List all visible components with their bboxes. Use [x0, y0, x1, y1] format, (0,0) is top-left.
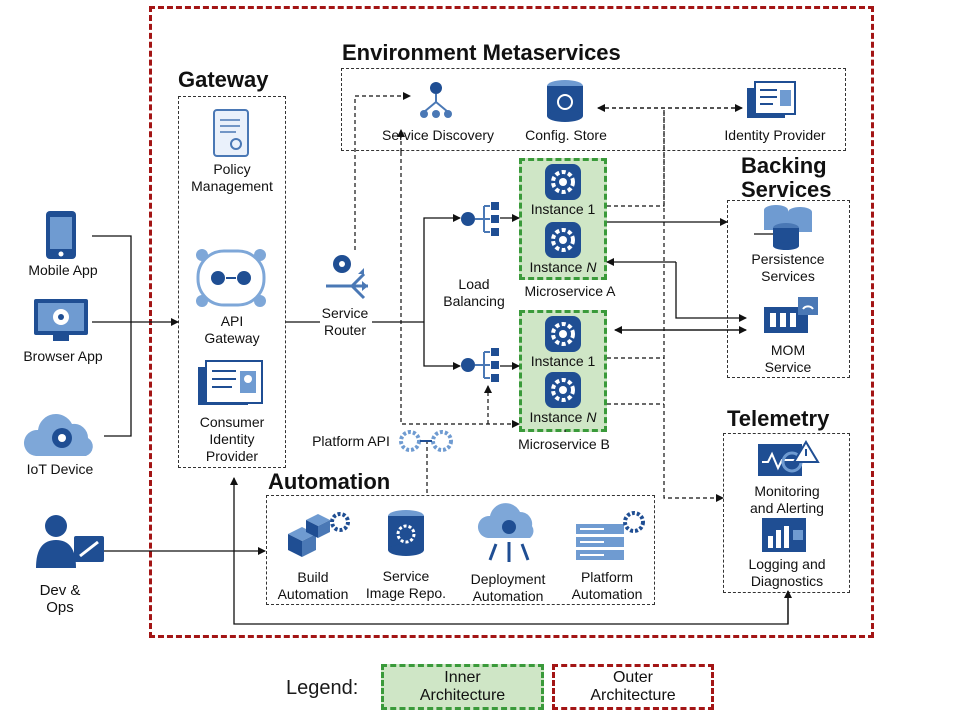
- legend-inner-architecture-swatch: [381, 664, 544, 710]
- legend-label: Legend:: [286, 677, 359, 699]
- build-cubes-icon: [284, 510, 350, 569]
- consumer-identity-label-line1: Consumer: [199, 414, 265, 430]
- backing-services-box: [727, 200, 850, 378]
- microservice-a-label: Microservice A: [524, 283, 616, 299]
- config-store-icon: [545, 78, 585, 129]
- dev-ops-label-line1: Dev &: [39, 582, 81, 599]
- load-balancer-b-icon: [460, 346, 502, 389]
- dev-ops-person-icon: [34, 512, 106, 573]
- legend-outer-architecture-swatch: [552, 664, 714, 710]
- monitoring-alerting-label-line1: Monitoring: [754, 483, 820, 499]
- policy-management-label-line1: Policy: [213, 161, 251, 177]
- consumer-id-card-icon: [196, 357, 266, 414]
- api-gateway-label-line2: Gateway: [204, 330, 260, 346]
- monitoring-alerting-label-line2: and Alerting: [750, 500, 824, 516]
- legend-outer-label-line1: Outer: [612, 669, 653, 686]
- dev-ops-label-line2: Ops: [46, 599, 74, 616]
- config-store-label: Config. Store: [525, 127, 607, 143]
- mom-service-label-line1: MOM: [770, 342, 806, 358]
- logging-chart-icon: [760, 516, 808, 559]
- legend-inner-label-line2: Architecture: [419, 687, 506, 704]
- load-balancing-label-line2: Balancing: [443, 293, 505, 309]
- api-gateway-label-line1: API: [220, 313, 244, 329]
- load-balancer-a-icon: [460, 200, 502, 243]
- automation-title: Automation: [268, 469, 391, 494]
- load-balancing-label-line1: Load: [458, 276, 490, 292]
- deployment-cloud-icon: [476, 502, 542, 571]
- service-image-repo-label-line1: Service: [382, 568, 430, 584]
- backing-services-title-line2: Services: [741, 177, 832, 202]
- deployment-automation-label-line2: Automation: [472, 588, 544, 604]
- microservice-a-instance-1: Instance 1: [530, 201, 596, 217]
- instance-gear-icon: [545, 316, 581, 352]
- policy-scroll-icon: [206, 108, 254, 165]
- identity-provider-icon: [745, 80, 797, 125]
- logging-diagnostics-label-line1: Logging and: [748, 556, 826, 572]
- persistence-database-icon: [760, 204, 820, 255]
- deployment-automation-label-line1: Deployment: [470, 571, 546, 587]
- microservice-b-instance-1: Instance 1: [530, 353, 596, 369]
- environment-metaservices-title: Environment Metaservices: [342, 40, 621, 65]
- platform-server-rack-icon: [574, 510, 650, 571]
- backing-services-title-line1: Backing: [741, 153, 827, 178]
- logging-diagnostics-label-line2: Diagnostics: [750, 573, 824, 589]
- mobile-phone-icon: [44, 210, 78, 265]
- instance-gear-icon: [545, 164, 581, 200]
- build-automation-label-line2: Automation: [277, 586, 349, 602]
- microservice-b-instance-n: Instance N: [520, 409, 606, 426]
- platform-api-label: Platform API: [312, 433, 390, 449]
- instance-n-variable: N: [586, 409, 597, 425]
- platform-automation-label-line2: Automation: [571, 586, 643, 602]
- browser-app-label: Browser App: [23, 348, 103, 364]
- browser-monitor-icon: [33, 298, 89, 349]
- instance-n-variable: N: [586, 259, 597, 275]
- microservice-b-label: Microservice B: [518, 436, 610, 452]
- mobile-app-label: Mobile App: [28, 262, 98, 278]
- platform-automation-label-line1: Platform: [580, 569, 634, 585]
- automation-box: [266, 495, 655, 605]
- api-gateway-icon: [194, 247, 268, 314]
- environment-metaservices-box: [341, 68, 846, 151]
- service-discovery-icon: [416, 80, 456, 125]
- gateway-title: Gateway: [178, 67, 269, 92]
- platform-api-gears-icon: [398, 429, 456, 458]
- persistence-services-label-line1: Persistence: [751, 251, 825, 267]
- legend-inner-label-line1: Inner: [444, 669, 481, 686]
- instance-n-prefix: Instance: [529, 409, 587, 425]
- service-router-label-line2: Router: [323, 322, 367, 338]
- iot-device-label: IoT Device: [26, 461, 94, 477]
- instance-gear-icon: [545, 372, 581, 408]
- monitoring-alert-icon: [756, 440, 822, 485]
- mom-service-label-line2: Service: [764, 359, 812, 375]
- telemetry-title: Telemetry: [727, 406, 830, 431]
- legend-outer-label-line2: Architecture: [590, 687, 676, 704]
- service-discovery-label: Service Discovery: [381, 127, 495, 143]
- instance-n-prefix: Instance: [529, 259, 587, 275]
- mom-queue-icon: [762, 295, 822, 342]
- iot-cloud-icon: [22, 412, 102, 463]
- build-automation-label-line1: Build: [297, 569, 329, 585]
- image-repo-database-icon: [386, 508, 426, 563]
- service-router-icon: [322, 252, 378, 305]
- service-router-label-line1: Service: [321, 305, 369, 321]
- identity-provider-label: Identity Provider: [724, 127, 826, 143]
- persistence-services-label-line2: Services: [761, 268, 815, 284]
- instance-gear-icon: [545, 222, 581, 258]
- gateway-box: [178, 96, 286, 468]
- consumer-identity-label-line3: Provider: [205, 448, 259, 464]
- service-image-repo-label-line2: Image Repo.: [365, 585, 447, 601]
- consumer-identity-label-line2: Identity: [209, 431, 255, 447]
- microservice-a-instance-n: Instance N: [520, 259, 606, 276]
- policy-management-label-line2: Management: [191, 178, 273, 194]
